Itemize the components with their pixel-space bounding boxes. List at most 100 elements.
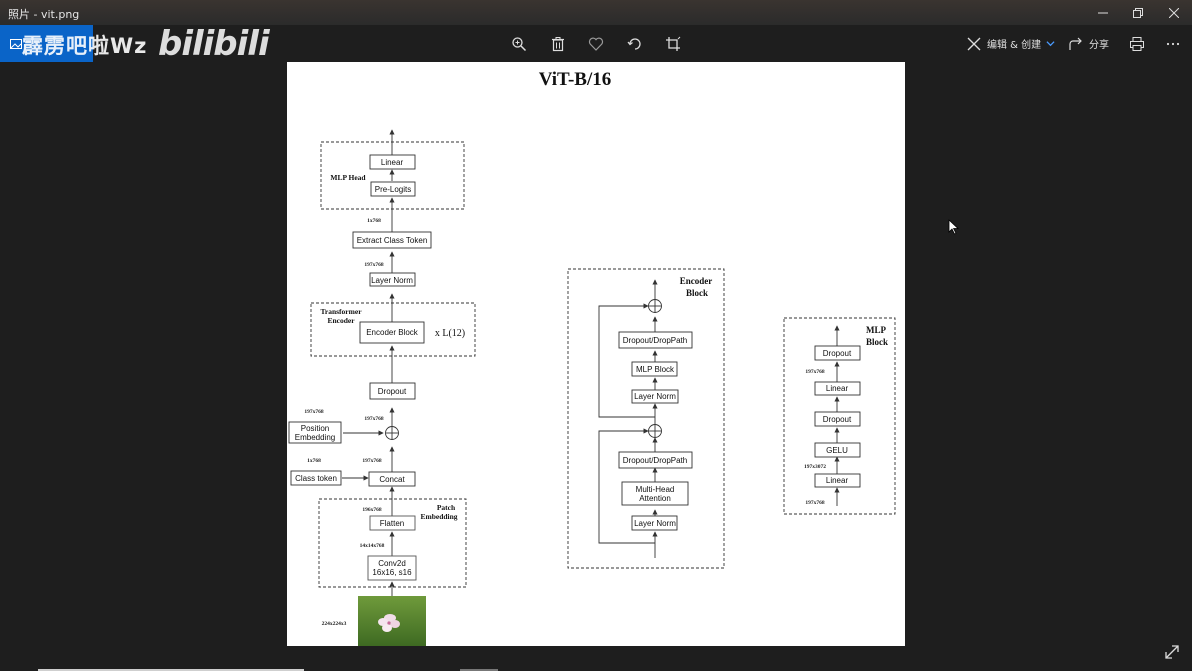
main-boxes: Conv2d 16x16, s16 Flatten Concat Class t…: [288, 154, 465, 646]
close-icon: [1169, 7, 1179, 18]
conv2d-box: [367, 555, 417, 581]
zoom-button[interactable]: [508, 25, 530, 62]
print-button[interactable]: [1126, 25, 1148, 62]
concat-label: Concat: [379, 475, 405, 484]
photo-icon: [10, 39, 22, 49]
repeat-label: x L(12): [435, 328, 465, 339]
printer-icon: [1130, 36, 1144, 51]
encoder-block-group: [567, 268, 725, 569]
gelu-label: GELU: [826, 446, 848, 455]
position-embedding-label-1: Position: [301, 424, 329, 433]
patch-embedding-label-1: Patch: [437, 503, 456, 512]
restore-icon: [1133, 7, 1143, 18]
encoder-block-label: Encoder Block: [366, 328, 419, 337]
multi-head-attention-box: [621, 481, 689, 506]
mlp-linear-top-label: Linear: [826, 384, 849, 393]
share-label: 分享: [1089, 40, 1109, 51]
image-canvas: ViT-B/16 Conv2d 16x16: [287, 62, 905, 646]
patch-embedding-group: [318, 498, 467, 588]
dim-label: 197x768: [805, 500, 825, 506]
transformer-encoder-group: [310, 302, 476, 357]
mlp-linear-bottom-label: Linear: [826, 476, 849, 485]
watermark-channel: 霹雳吧啦Wz: [22, 34, 148, 58]
minimize-button[interactable]: [1085, 0, 1121, 25]
flower-icon: [378, 614, 400, 632]
mlp-dropout-top-box: [814, 345, 861, 361]
rotate-button[interactable]: [624, 25, 646, 62]
minimize-icon: [1098, 12, 1108, 13]
favorite-button[interactable]: [585, 25, 607, 62]
dim-label: 1x768: [367, 218, 381, 224]
filmstrip-scrollbar[interactable]: [38, 669, 304, 671]
mlp-block-label: MLP Block: [636, 365, 675, 374]
conv2d-label: Conv2d: [378, 559, 406, 568]
class-token-label: Class token: [295, 474, 337, 483]
linear-label: Linear: [381, 158, 404, 167]
dim-label: 197x768: [805, 369, 825, 375]
dim-label: 197x768: [364, 416, 384, 422]
chevron-down-icon: [1046, 41, 1055, 47]
mlp-block-group: [783, 317, 896, 515]
encoder-block-box: [359, 321, 425, 344]
mlp-dropout-mid-label: Dropout: [823, 415, 852, 424]
dim-label: 197x768: [362, 458, 382, 464]
edit-create-button[interactable]: 编辑 & 创建: [966, 25, 1058, 62]
gelu-box: [814, 442, 861, 458]
close-button[interactable]: [1156, 0, 1192, 25]
mlp-linear-top-box: [814, 381, 861, 396]
edit-icon: [967, 37, 981, 50]
trash-icon: [552, 36, 564, 51]
dim-label: 14x14x768: [360, 543, 385, 549]
patch-embedding-label-2: Embedding: [420, 512, 457, 521]
flatten-label: Flatten: [380, 519, 404, 528]
dropout-label: Dropout: [378, 387, 407, 396]
expand-icon: [1165, 645, 1179, 659]
crop-button[interactable]: [662, 25, 684, 62]
more-button[interactable]: [1162, 25, 1184, 62]
title-bar: 照片 - vit.png: [0, 0, 1192, 25]
watermark-bilibili-logo: bilibili: [158, 24, 270, 64]
layer-norm-label: Layer Norm: [371, 276, 413, 285]
enc-layer-norm-top-box: [631, 389, 679, 404]
rotate-icon: [627, 37, 641, 50]
dropout-box: [369, 382, 416, 400]
extract-class-token-label: Extract Class Token: [357, 236, 428, 245]
position-embedding-box: [288, 421, 342, 444]
enc-layer-norm-bottom-box: [631, 515, 678, 531]
mouse-cursor-icon: [948, 219, 960, 235]
heart-icon: [588, 37, 604, 51]
share-icon: [1069, 37, 1082, 50]
pre-logits-label: Pre-Logits: [375, 185, 411, 194]
mlp-linear-bottom-box: [814, 473, 861, 488]
mha-label-2: Attention: [639, 494, 671, 503]
enc-dropout-bottom-box: [618, 451, 693, 469]
more-icon: [1166, 42, 1180, 45]
flatten-box: [369, 515, 416, 531]
transformer-encoder-label-1: Transformer: [320, 307, 362, 316]
delete-button[interactable]: [547, 25, 569, 62]
vit-diagram: ViT-B/16 Conv2d 16x16: [288, 69, 896, 646]
dim-label: 197x768: [304, 409, 324, 415]
pre-logits-box: [370, 181, 416, 197]
encoder-block-detail: Layer Norm Multi-Head Attention Dropout/…: [567, 268, 725, 569]
position-embedding-label-2: Embedding: [295, 433, 335, 442]
encoder-block-title-2: Block: [686, 288, 708, 298]
photos-app-badge: [0, 25, 93, 62]
edit-create-label: 编辑 & 创建: [987, 40, 1042, 51]
mlp-dropout-top-label: Dropout: [823, 349, 852, 358]
dim-label: 196x768: [362, 507, 382, 513]
mlp-block-title-1: MLP: [866, 325, 886, 335]
share-button[interactable]: 分享: [1068, 25, 1112, 62]
dim-label: 1x768: [307, 458, 321, 464]
extract-class-token-box: [352, 231, 432, 249]
fullscreen-button[interactable]: [1163, 643, 1183, 663]
restore-button[interactable]: [1120, 0, 1156, 25]
main-dim-labels: 1x768 197x768 197x768 197x768 1x768 197x…: [304, 218, 384, 627]
crop-icon: [666, 36, 681, 51]
enc-dropout-bottom-label: Dropout/DropPath: [623, 456, 687, 465]
mlp-block-box: [631, 361, 678, 377]
filmstrip-scroll-thumb[interactable]: [460, 669, 498, 671]
enc-layer-norm-top-label: Layer Norm: [634, 392, 676, 401]
mlp-dropout-mid-box: [814, 411, 861, 427]
enc-dropout-top-box: [618, 331, 693, 349]
